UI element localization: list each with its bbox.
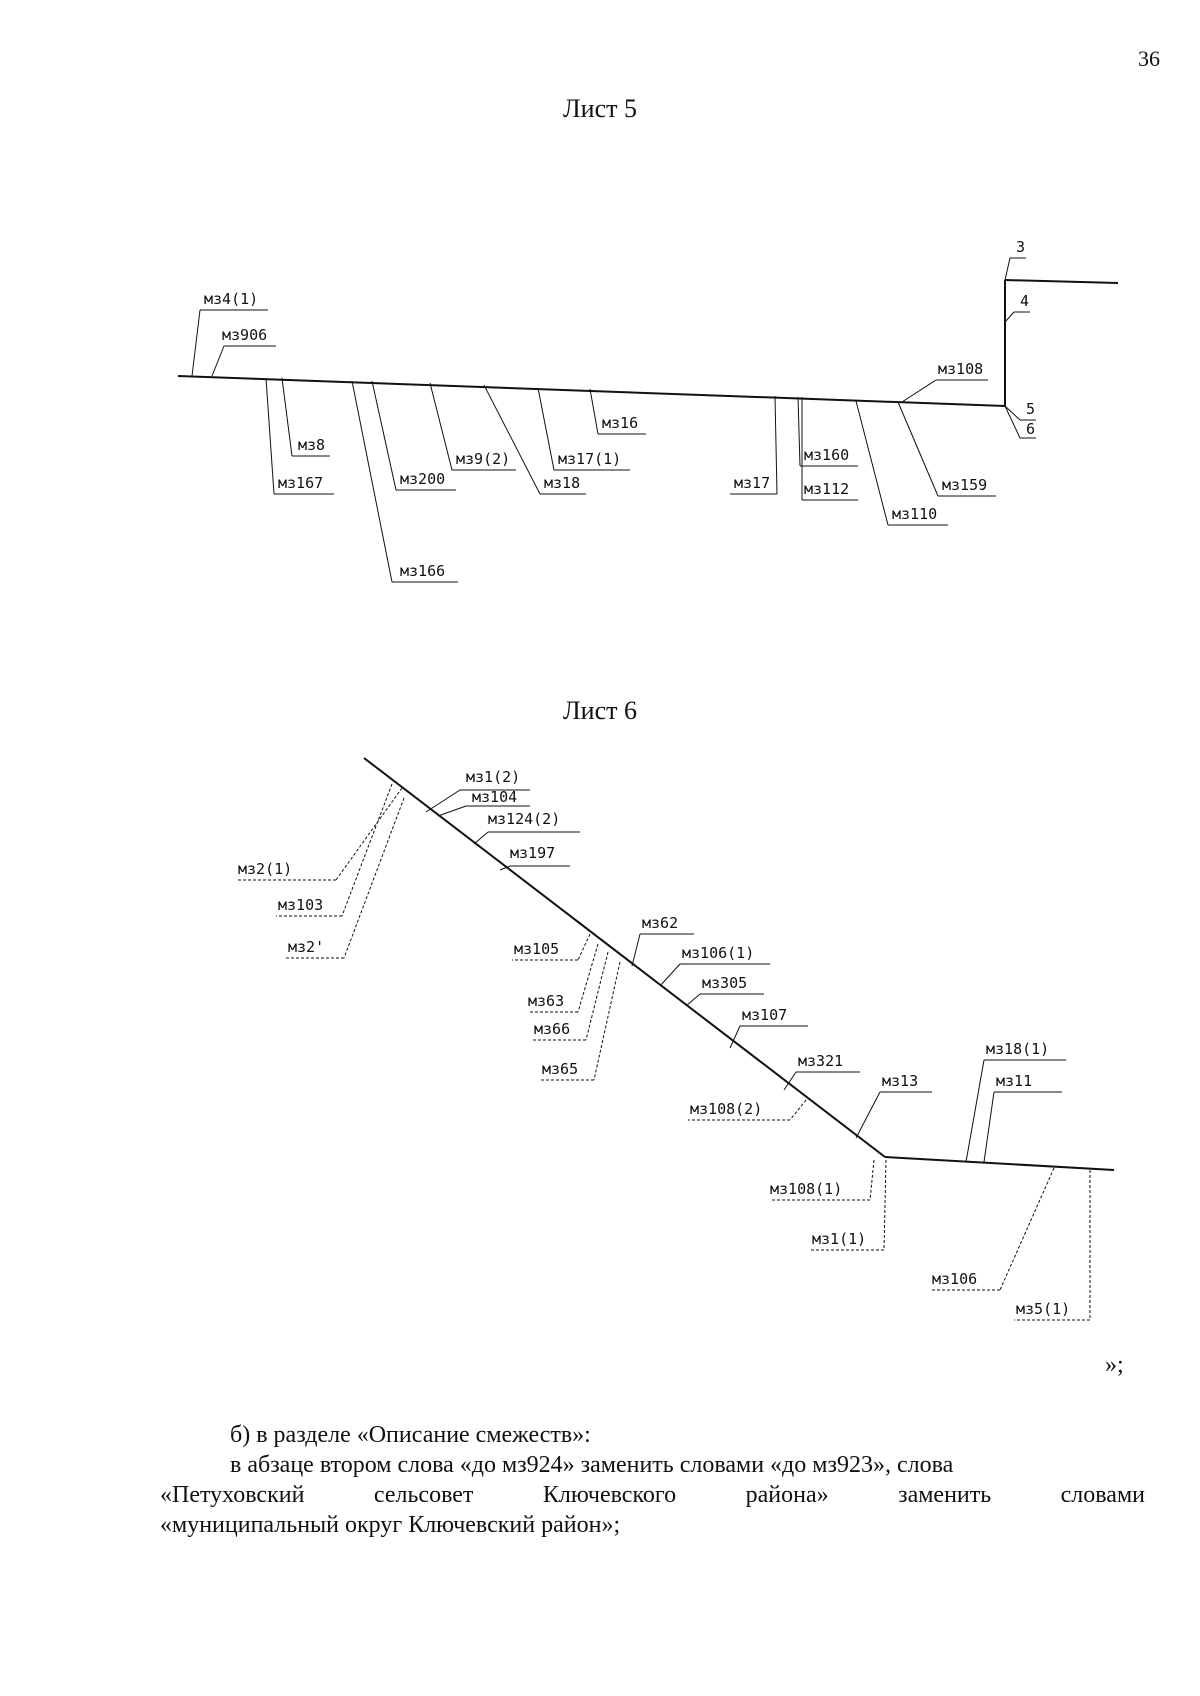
sheet5-title: Лист 5 xyxy=(563,94,637,123)
sheet6-label: мз5(1) xyxy=(1016,1300,1070,1318)
sheet5-label: 3 xyxy=(1016,238,1025,256)
sheet5-label: мз17 xyxy=(734,474,770,492)
paragraph-line-2: «Петуховский сельсовет Ключевского район… xyxy=(160,1480,1145,1510)
sheet5-label: мз17(1) xyxy=(558,450,621,468)
closing-quote-mark: »; xyxy=(1105,1352,1124,1378)
sheet6-label: мз66 xyxy=(534,1020,570,1038)
sheet6-label: мз1(1) xyxy=(812,1230,866,1248)
sheet6-label: мз104 xyxy=(472,788,517,806)
page-number: 36 xyxy=(1138,46,1160,71)
sheet6-label: мз1(2) xyxy=(466,768,520,786)
sheet5-label: мз4(1) xyxy=(204,290,258,308)
sheet5-label: мз9(2) xyxy=(456,450,510,468)
sheet5-boundary-line xyxy=(177,375,1006,407)
paragraph-b-heading: б) в разделе «Описание смежеств»: xyxy=(230,1422,591,1448)
word: Ключевского xyxy=(542,1482,677,1508)
sheet5-label: мз159 xyxy=(942,476,987,494)
sheet6-boundary-flat xyxy=(884,1156,1115,1171)
sheet5-label: 6 xyxy=(1026,420,1035,438)
amendment-text: б) в разделе «Описание смежеств»: в абза… xyxy=(160,1420,1145,1540)
sheet6-boundary-diagonal xyxy=(363,757,886,1158)
sheet6-label: мз106 xyxy=(932,1270,977,1288)
sheet6-label: мз197 xyxy=(510,844,555,862)
sheet5-label: мз906 xyxy=(222,326,267,344)
word: заменить xyxy=(898,1482,992,1508)
sheet6-label: мз2' xyxy=(288,938,324,956)
word: района» xyxy=(745,1482,829,1508)
sheet5-label: 5 xyxy=(1026,400,1035,418)
sheet5-boundary-top xyxy=(1004,279,1119,284)
sheet6-label: мз106(1) xyxy=(682,944,754,962)
sheet5-label: мз200 xyxy=(400,470,445,488)
sheet6-label: мз65 xyxy=(542,1060,578,1078)
sheet5-label: 4 xyxy=(1020,292,1029,310)
sheet6-label: мз108(1) xyxy=(770,1180,842,1198)
sheet6-label: мз11 xyxy=(996,1072,1032,1090)
sheet5-label: мз16 xyxy=(602,414,638,432)
sheet5-label: мз18 xyxy=(544,474,580,492)
sheet6-label: мз63 xyxy=(528,992,564,1010)
sheet6-label: мз321 xyxy=(798,1052,843,1070)
sheet5-label: мз160 xyxy=(804,446,849,464)
word: сельсовет xyxy=(373,1482,474,1508)
sheet6-label: мз124(2) xyxy=(488,810,560,828)
word: «Петуховский xyxy=(160,1482,305,1508)
sheet6-label: мз13 xyxy=(882,1072,918,1090)
sheet5-label: мз8 xyxy=(298,436,325,454)
word: словами xyxy=(1060,1482,1145,1508)
paragraph-line-1: в абзаце втором слова «до мз924» заменит… xyxy=(230,1452,954,1478)
sheet6-label: мз107 xyxy=(742,1006,787,1024)
sheet6-title: Лист 6 xyxy=(563,696,637,725)
sheet5-label: мз108 xyxy=(938,360,983,378)
sheet6-label: мз103 xyxy=(278,896,323,914)
sheet6-label: мз105 xyxy=(514,940,559,958)
paragraph-line-3: «муниципальный округ Ключевский район»; xyxy=(160,1512,621,1538)
sheet5-label: мз112 xyxy=(804,480,849,498)
sheet6-label: мз2(1) xyxy=(238,860,292,878)
sheet6-label: мз305 xyxy=(702,974,747,992)
sheet5-label: мз110 xyxy=(892,505,937,523)
sheet6-label: мз108(2) xyxy=(690,1100,762,1118)
sheet5-label: мз166 xyxy=(400,562,445,580)
sheet6-label: мз62 xyxy=(642,914,678,932)
sheet6-label: мз18(1) xyxy=(986,1040,1049,1058)
sheet5-label: мз167 xyxy=(278,474,323,492)
